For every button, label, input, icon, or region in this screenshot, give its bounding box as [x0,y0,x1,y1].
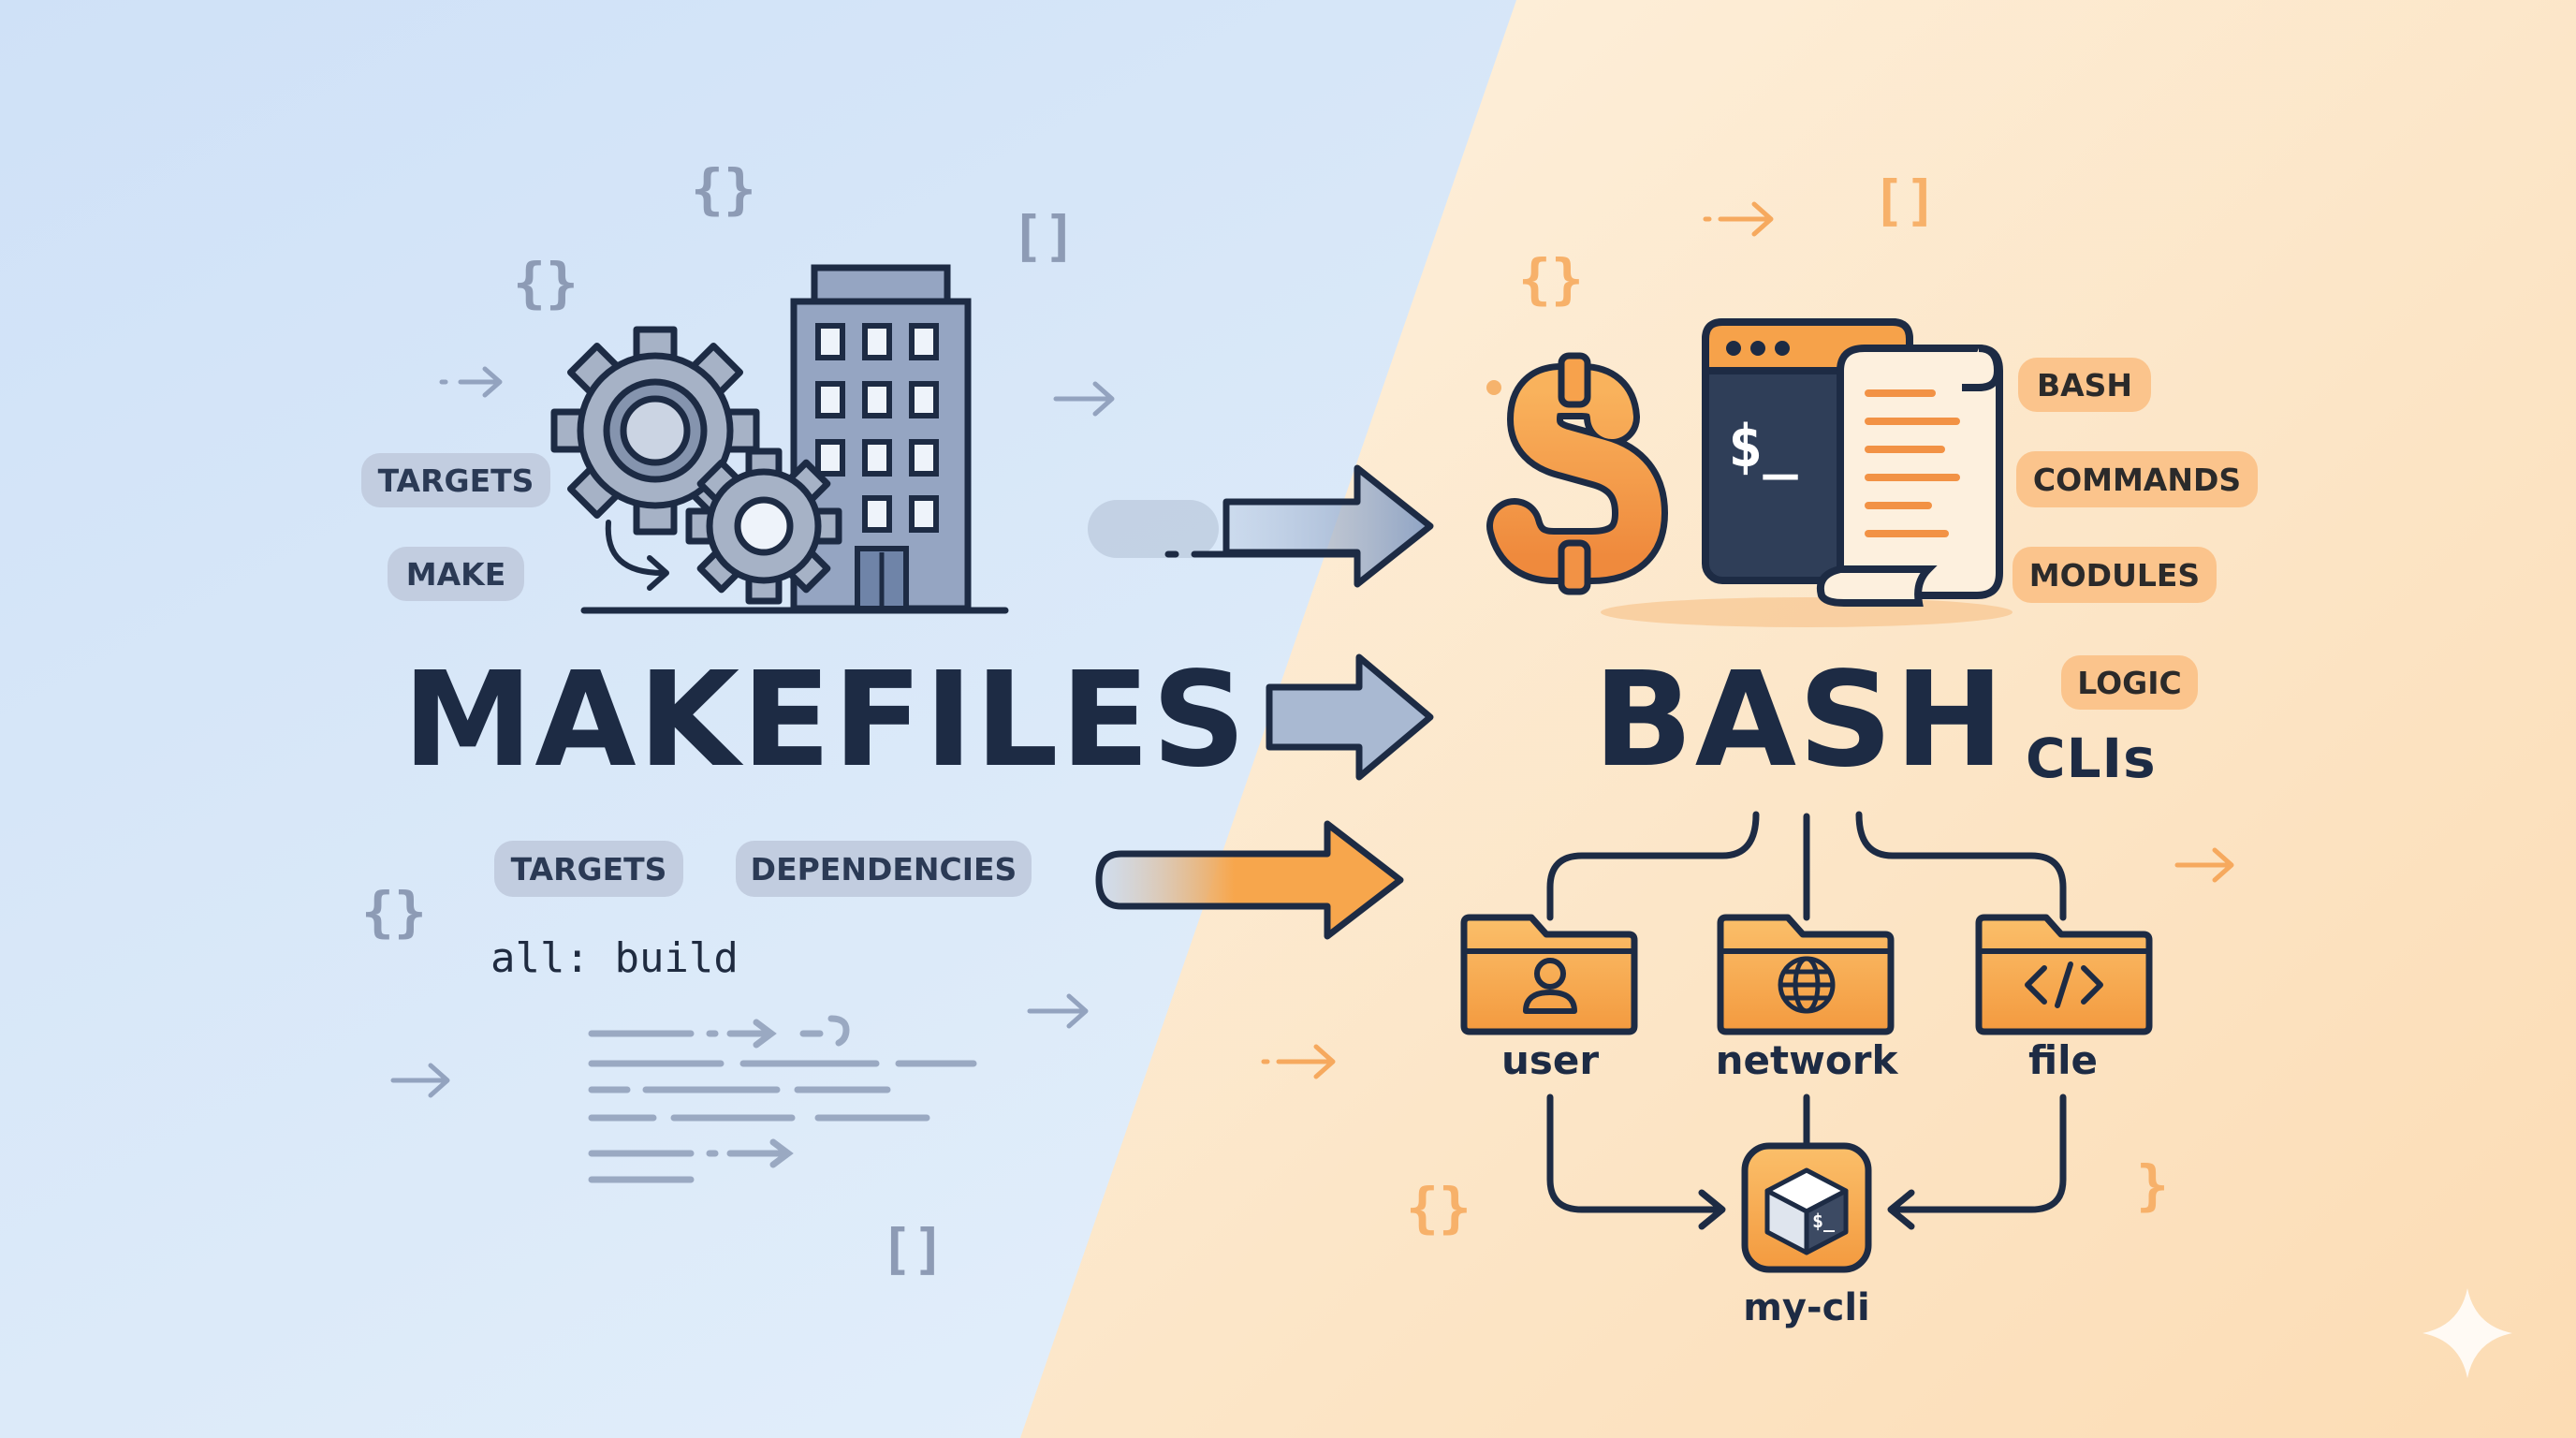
folder-network-icon [1717,914,1895,1035]
folder-label-network: network [1715,1037,1898,1083]
tag-targets: TARGETS [361,453,550,507]
cycle-arrow-icon [605,520,666,576]
decor-arrow-3 [1027,993,1089,1029]
makefile-code-line: all: build [490,934,739,982]
terminal-prompt: $_ [1728,412,1798,480]
decor-arrow-2 [1053,381,1115,417]
flow-arrow-bottom [1095,820,1404,940]
tree-line-file-cli [1891,1093,2067,1213]
tag-modules: MODULES [2012,547,2217,603]
folder-user-icon [1460,914,1638,1035]
tag-logic: LOGIC [2061,655,2198,710]
decor-braces-1: {} [691,157,756,221]
folder-label-user: user [1500,1037,1600,1083]
decor-dot [1486,380,1501,395]
tag-make: MAKE [388,547,524,601]
decor-arrow-7 [2174,847,2234,883]
tree-line-user [1546,811,1760,921]
tag-commands: COMMANDS [2016,451,2258,507]
small-gear-icon [685,448,842,605]
decor-braces-3: {} [361,880,427,944]
bash-title: BASH [1593,644,2007,797]
gear-icon [550,326,760,536]
scroll-icon [1817,345,2003,607]
decor-brackets-3: [] [1872,169,1938,232]
decor-arrow-4 [390,1063,450,1098]
clis-subtitle: CLIs [2026,726,2157,790]
decor-brackets-2: [] [880,1217,945,1281]
tree-line-file [1855,811,2067,921]
folder-file-icon [1975,914,2153,1035]
decor-braces-4: {} [1518,247,1584,311]
sparkle-icon [2422,1288,2512,1378]
tag-targets-bottom: TARGETS [494,841,683,897]
decor-close-brace: } [2136,1153,2169,1217]
makefiles-title: MAKEFILES [402,644,1249,797]
building-icon [790,264,972,612]
decor-arrow-1 [439,366,503,398]
globe-icon [1778,956,1836,1014]
tag-bash: BASH [2018,358,2151,412]
cli-label: my-cli [1743,1286,1870,1329]
decor-braces-5: {} [1406,1176,1471,1240]
code-icon [2025,961,2103,1008]
flow-arrow-top [1088,464,1434,588]
dollar-icon [1486,352,1669,595]
user-icon [1534,958,1566,990]
tag-dependencies: DEPENDENCIES [736,841,1032,897]
terminal-cube-icon [1764,1167,1849,1255]
decor-arrow-5 [1703,201,1774,237]
folder-label-file: file [2027,1037,2098,1083]
cli-prompt: $_ [1812,1210,1836,1232]
decor-arrow-6 [1261,1044,1336,1079]
tree-line-user-cli [1546,1093,1722,1213]
decor-braces-2: {} [513,251,578,315]
flow-arrow-middle [1266,653,1434,781]
decor-brackets-1: [] [1011,204,1076,268]
cli-app-icon [1741,1142,1872,1273]
